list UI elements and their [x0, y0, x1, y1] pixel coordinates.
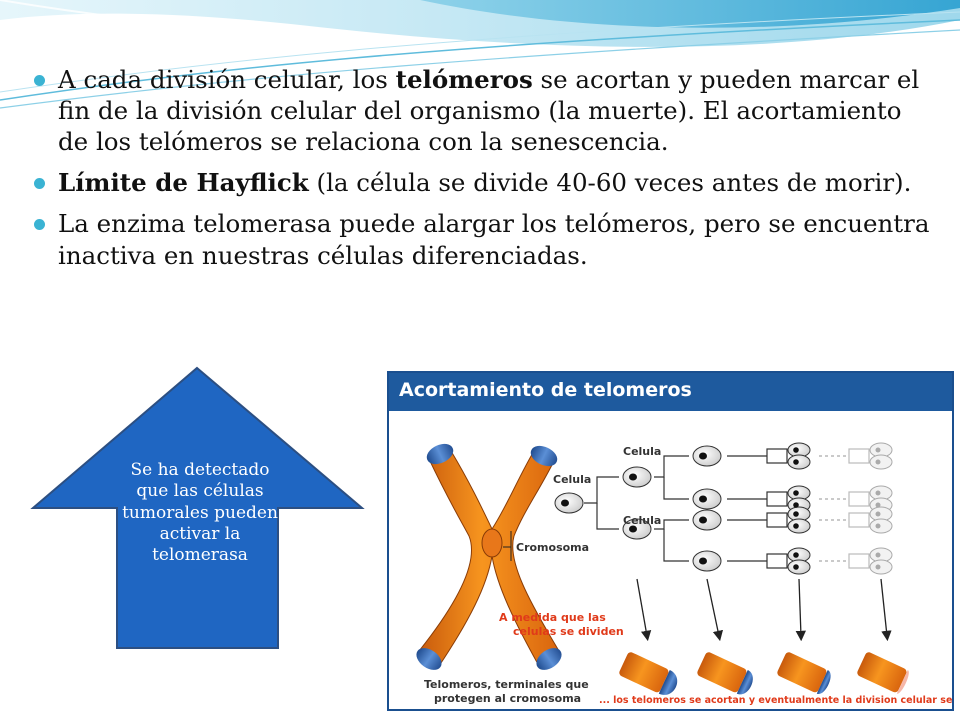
label-bottom-caption: ... los telomeros se acortan y eventualm… — [599, 695, 952, 706]
bullet-dot-icon — [34, 219, 45, 231]
bullet-text: (la célula se divide 40-60 veces antes d… — [308, 168, 912, 198]
label-telomeros-line2: protegen al cromosoma — [434, 692, 581, 705]
bullet-dot-icon — [34, 75, 45, 86]
telomere-diagram: Cromosoma Telomeros, terminales que prot… — [416, 442, 952, 706]
bullet-item-3: La enzima telomerasa puede alargar los t… — [34, 208, 934, 270]
label-celula-top: Celula — [623, 445, 661, 458]
up-arrow-shape — [30, 366, 365, 649]
bullet-text: se acortan y pueden marcar el fin de la … — [58, 65, 920, 157]
cells — [554, 442, 893, 575]
bullet-dot-icon — [34, 178, 45, 190]
figure-title: Acortamiento de telomeros — [399, 379, 692, 401]
bullet-bold-text: Límite de Hayflick — [58, 168, 309, 198]
label-celula-root: Celula — [553, 473, 591, 486]
chromosome — [416, 443, 562, 670]
arrow-callout-text: Se ha detectado que las células tumorale… — [122, 460, 278, 565]
label-cromosoma: Cromosoma — [516, 541, 589, 554]
header-waves-decoration — [0, 0, 960, 109]
label-medida-line1: A medida que las — [499, 611, 606, 624]
bullet-item-1: A cada división celular, los telómeros s… — [34, 64, 934, 157]
label-medida-line2: celulas se dividen — [513, 625, 624, 638]
bullet-bold-text: telómeros — [395, 65, 533, 94]
label-telomeros-line1: Telomeros, terminales que — [424, 678, 589, 691]
telomere-tips — [619, 652, 909, 695]
cell-division-tree — [584, 448, 870, 569]
telomere-figure: Acortamiento de telomeros — [387, 371, 954, 711]
label-celula-bottom: Celula — [623, 514, 661, 527]
bullet-text: La enzima telomerasa puede alargar los t… — [58, 209, 930, 270]
bullet-text: A cada división celular, los — [58, 65, 396, 94]
figure-title-bar: Acortamiento de telomeros — [389, 373, 952, 411]
bullet-item-2: Límite de Hayflick (la célula se divide … — [34, 167, 934, 198]
bullet-list: A cada división celular, los telómeros s… — [34, 64, 934, 281]
